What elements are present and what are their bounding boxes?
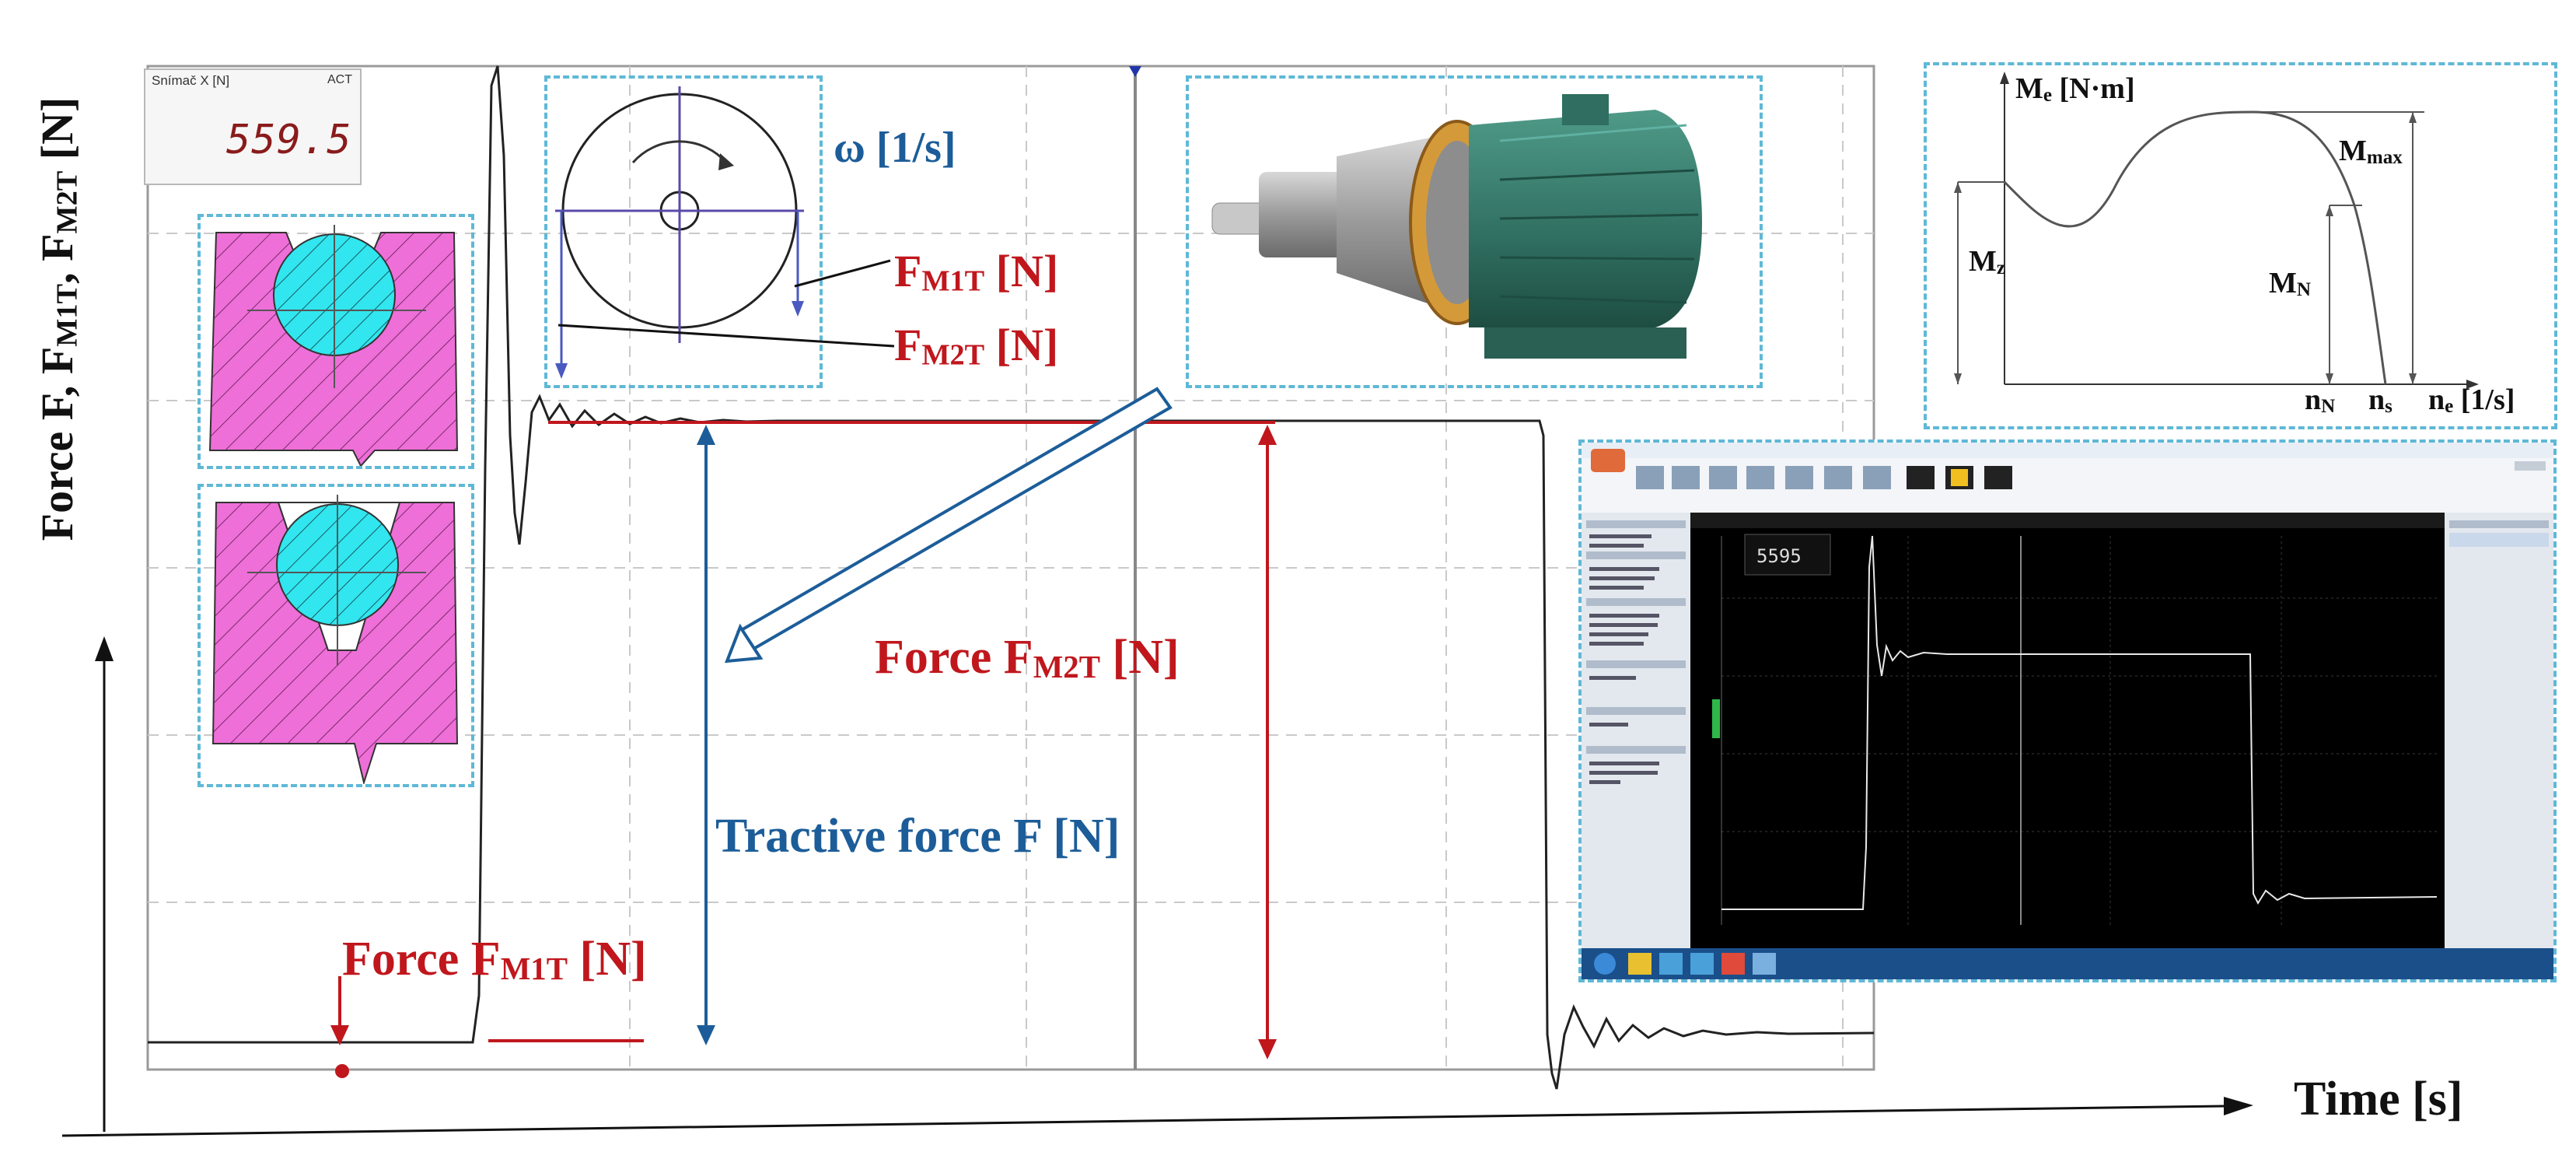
force-m1t-arrow	[330, 976, 349, 1045]
profile-icon	[208, 225, 459, 467]
readout-status: ACT	[327, 73, 352, 86]
torque-chart-inset: Me [N·m] Mmax Mz MN nN ns ne [1/s]	[1924, 62, 2557, 429]
motor-image	[1211, 94, 1702, 359]
motor-inset	[1186, 75, 1763, 388]
software-screenshot: 5595	[1578, 439, 2557, 982]
software-window: 5595	[1582, 443, 2553, 979]
pointer-arrow	[724, 387, 1173, 664]
ns-label: ns	[2368, 383, 2392, 417]
x-axis-label: Time [s]	[2294, 1073, 2463, 1126]
ne-label: ne [1/s]	[2428, 383, 2515, 417]
readout-value: 559.5	[226, 117, 352, 163]
force-m1t-label: Force FM1T [N]	[342, 933, 647, 987]
tractive-force-arrow	[697, 425, 715, 1045]
force-m2t-label: Force FM2T [N]	[875, 631, 1180, 685]
mmax-label: Mmax	[2339, 135, 2403, 168]
profile-inset-1	[197, 214, 474, 469]
wheel-icon	[555, 86, 804, 379]
inset-readout: 5595	[1756, 545, 1802, 567]
wheel-inset	[544, 75, 823, 388]
profile-icon	[211, 495, 459, 786]
fm1t-label: FM1T [N]	[894, 246, 1059, 298]
mz-label: Mz	[1969, 245, 2006, 278]
profile-inset-2	[197, 484, 474, 787]
nn-label: nN	[2305, 383, 2336, 417]
torque-curve	[1954, 72, 2479, 389]
readout-title: Snímač X [N]	[152, 73, 230, 88]
torque-y-label: Me [N·m]	[2015, 72, 2135, 106]
tractive-force-label: Tractive force F [N]	[715, 810, 1120, 863]
omega-label: ω [1/s]	[834, 124, 956, 172]
force-m2t-arrow	[1258, 425, 1277, 1059]
fm2t-label: FM2T [N]	[894, 320, 1059, 372]
main-axes	[61, 636, 2253, 1137]
force-readout: Snímač X [N] ACT 559.5	[144, 68, 362, 185]
mn-label: MN	[2269, 267, 2311, 300]
cursor-line	[1129, 66, 1141, 1070]
start-marker	[335, 1064, 349, 1078]
